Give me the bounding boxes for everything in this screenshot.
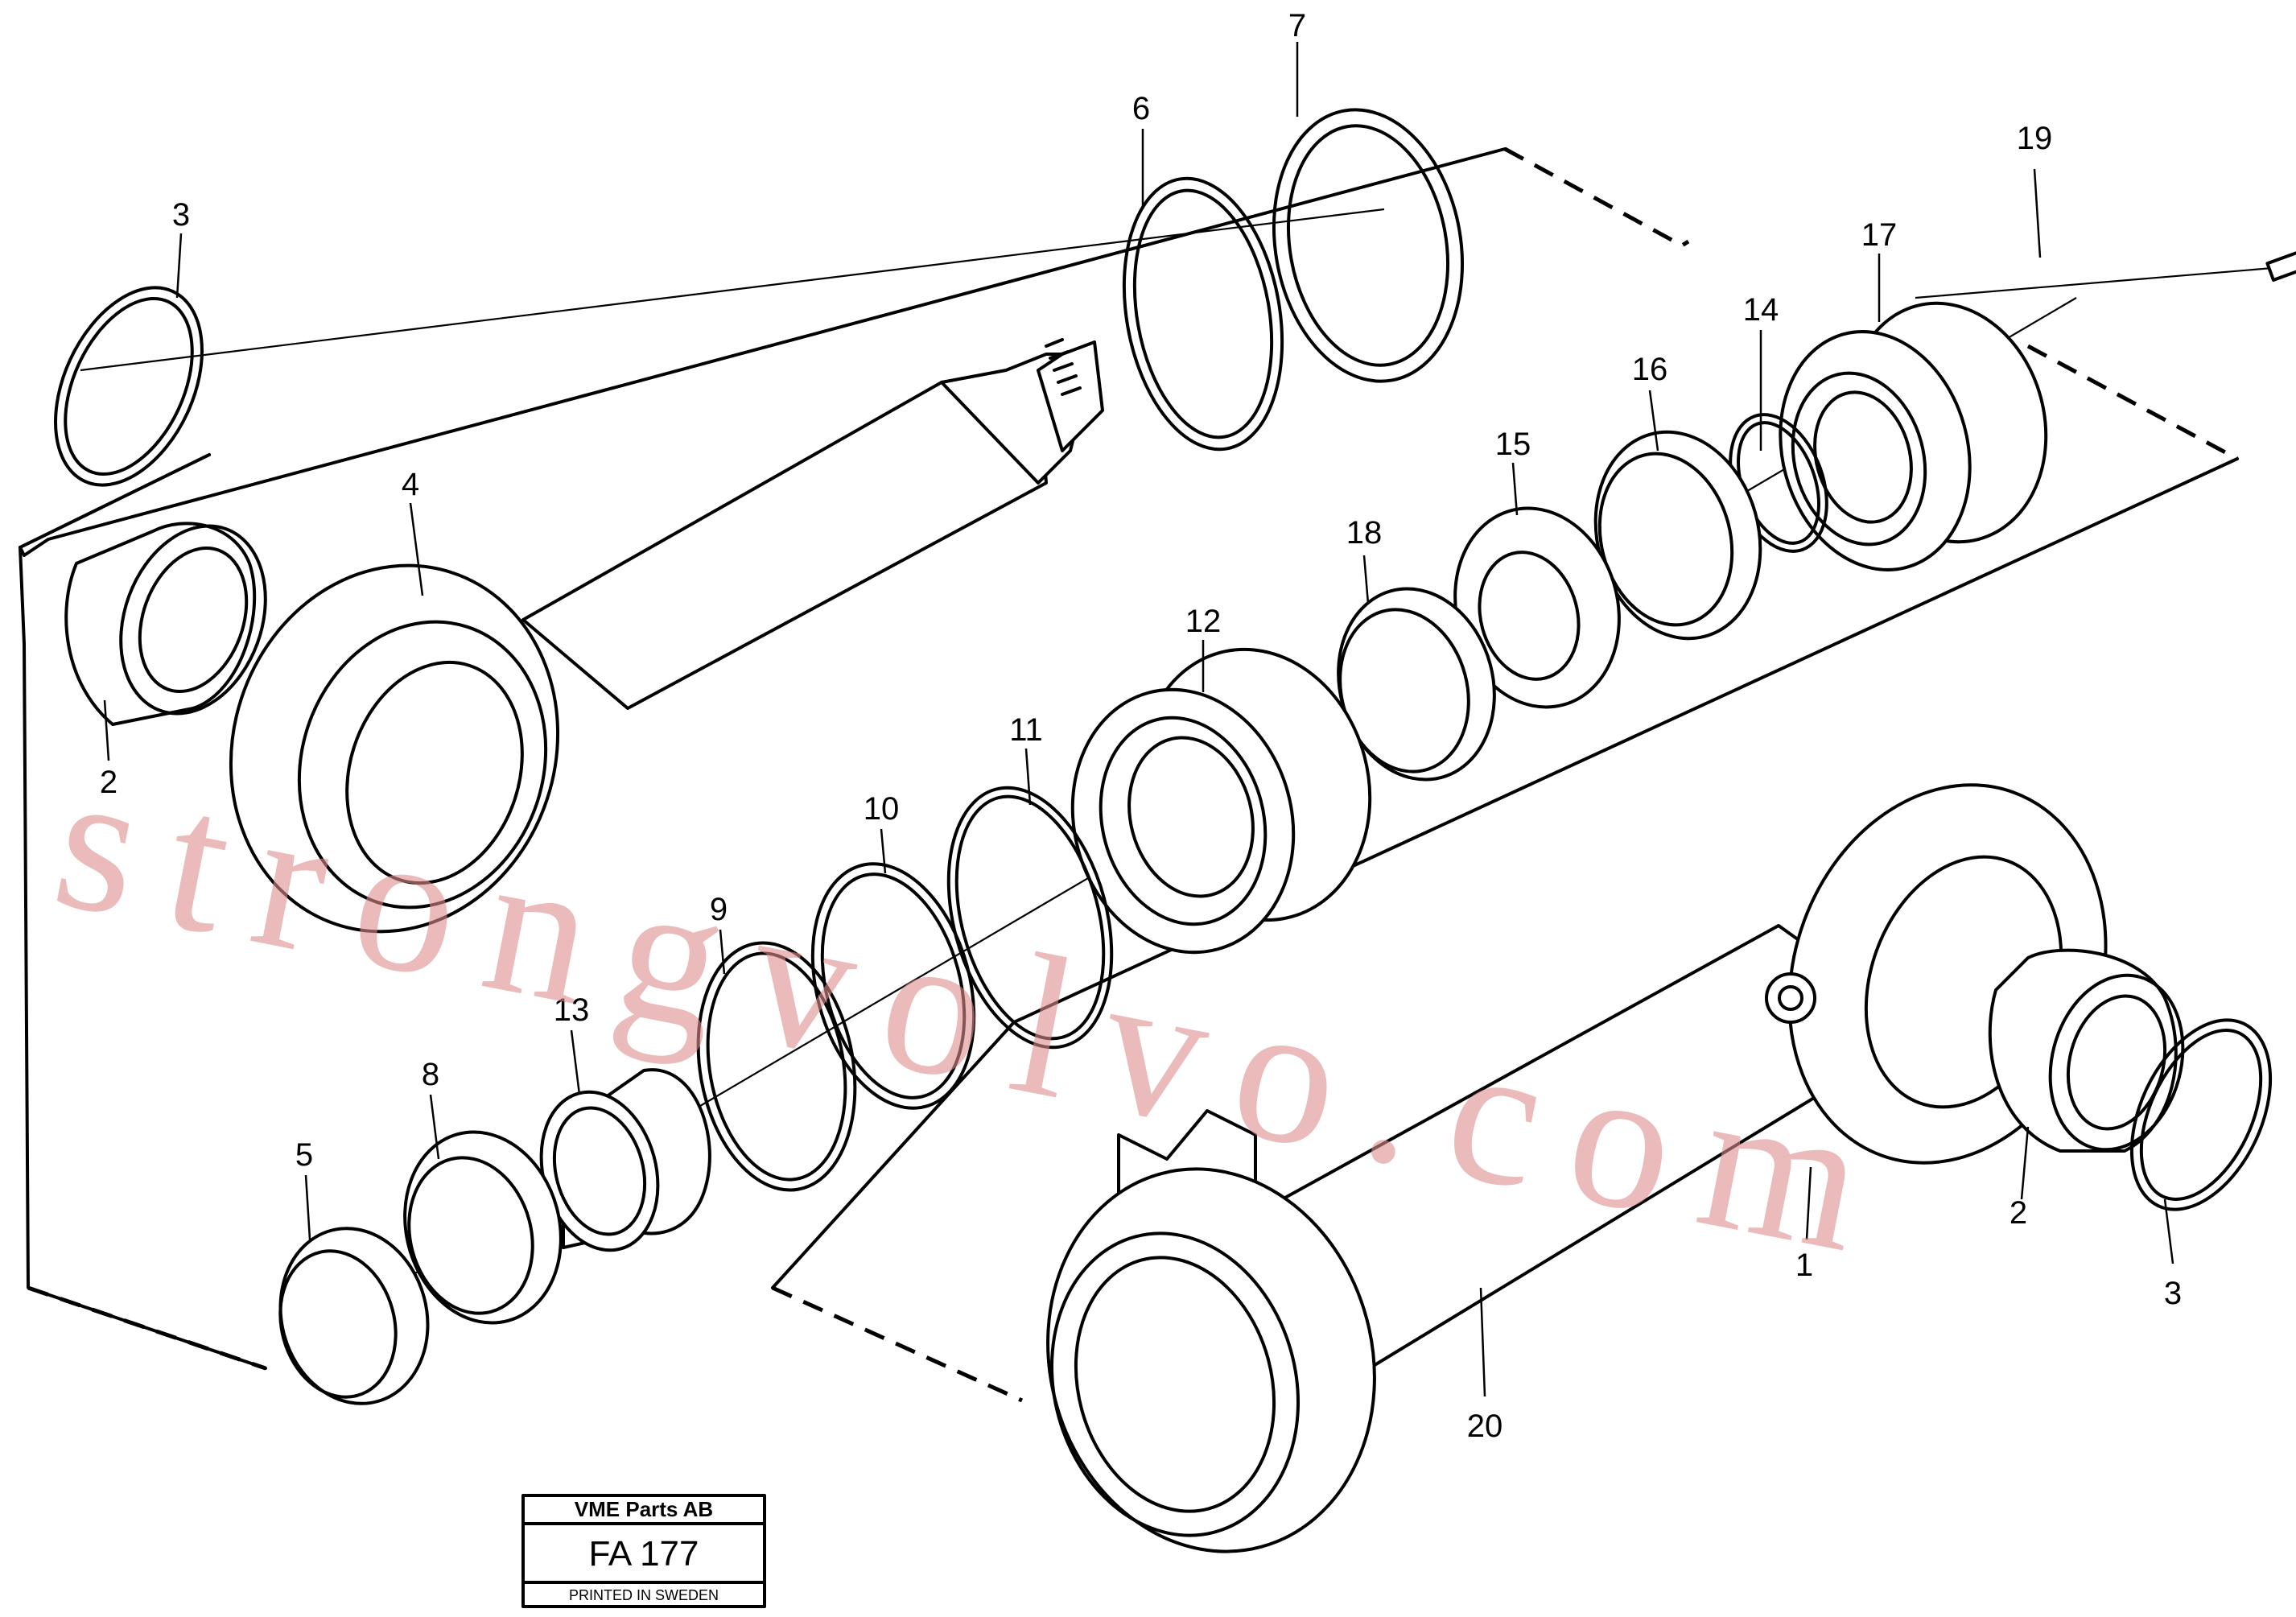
callout-2-right: 2 xyxy=(2010,1195,2027,1231)
callout-12: 12 xyxy=(1185,604,1222,639)
callout-13: 13 xyxy=(554,992,590,1028)
callout-1: 1 xyxy=(1795,1248,1813,1283)
callout-leaders xyxy=(103,42,2174,1397)
ring-part-10 xyxy=(810,862,976,1110)
title-block: VME Parts AB FA 177 PRINTED IN SWEDEN xyxy=(521,1494,766,1608)
callout-18: 18 xyxy=(1346,515,1383,551)
callout-9: 9 xyxy=(710,892,728,927)
seal-part-15 xyxy=(1453,506,1621,709)
callout-19: 19 xyxy=(2017,121,2053,156)
wiper-part-8 xyxy=(403,1130,563,1325)
bushing-part-2-left xyxy=(64,522,267,726)
callout-2-left: 2 xyxy=(100,765,117,800)
title-block-company: VME Parts AB xyxy=(575,1497,713,1521)
bushing-part-18 xyxy=(1337,587,1496,782)
callout-10: 10 xyxy=(864,791,900,827)
circlip-part-9 xyxy=(696,941,857,1192)
bushing-part-13 xyxy=(539,1068,711,1252)
title-block-printed: PRINTED IN SWEDEN xyxy=(569,1587,719,1603)
callout-6: 6 xyxy=(1132,91,1150,126)
callout-3-right: 3 xyxy=(2164,1276,2182,1311)
ring-part-7 xyxy=(1272,108,1465,383)
callout-20: 20 xyxy=(1467,1409,1503,1444)
callout-15: 15 xyxy=(1495,427,1531,462)
circlip-part-3-right xyxy=(2129,1018,2273,1211)
ring-part-5 xyxy=(278,1227,430,1405)
callout-5: 5 xyxy=(295,1137,313,1173)
callout-17: 17 xyxy=(1861,217,1898,253)
cylinder-tube-part-20 xyxy=(1046,783,2108,1553)
set-screw-part-19 xyxy=(2265,246,2296,282)
callout-3-left: 3 xyxy=(172,197,190,233)
circlip-part-6 xyxy=(1122,176,1284,452)
callout-4: 4 xyxy=(402,467,419,502)
cylinder-head-part-12 xyxy=(1070,647,1372,955)
bushing-part-2-right xyxy=(1988,948,2185,1153)
circlip-part-3-left xyxy=(54,286,204,487)
title-block-code: FA 177 xyxy=(588,1534,699,1574)
callout-7: 7 xyxy=(1288,8,1306,43)
piston-rod-part-4 xyxy=(229,338,1104,934)
callout-14: 14 xyxy=(1743,292,1779,328)
callout-8: 8 xyxy=(422,1057,439,1092)
callout-labels: 7 6 3 4 2 19 17 14 16 15 18 12 11 10 9 1… xyxy=(100,8,2182,1444)
callout-16: 16 xyxy=(1632,352,1668,387)
callout-11: 11 xyxy=(1009,712,1043,748)
